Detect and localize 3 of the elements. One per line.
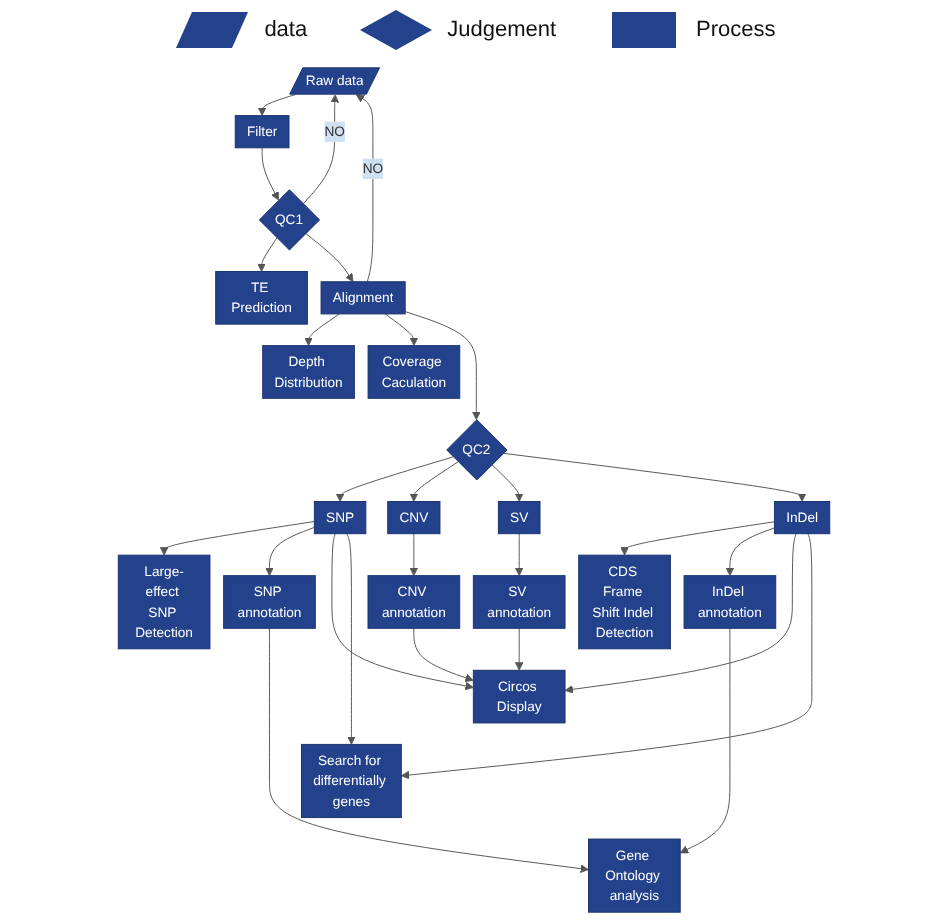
legend-label: Process [696, 18, 776, 42]
legend-label: Judgement [447, 18, 557, 42]
legend-label: data [264, 18, 308, 42]
